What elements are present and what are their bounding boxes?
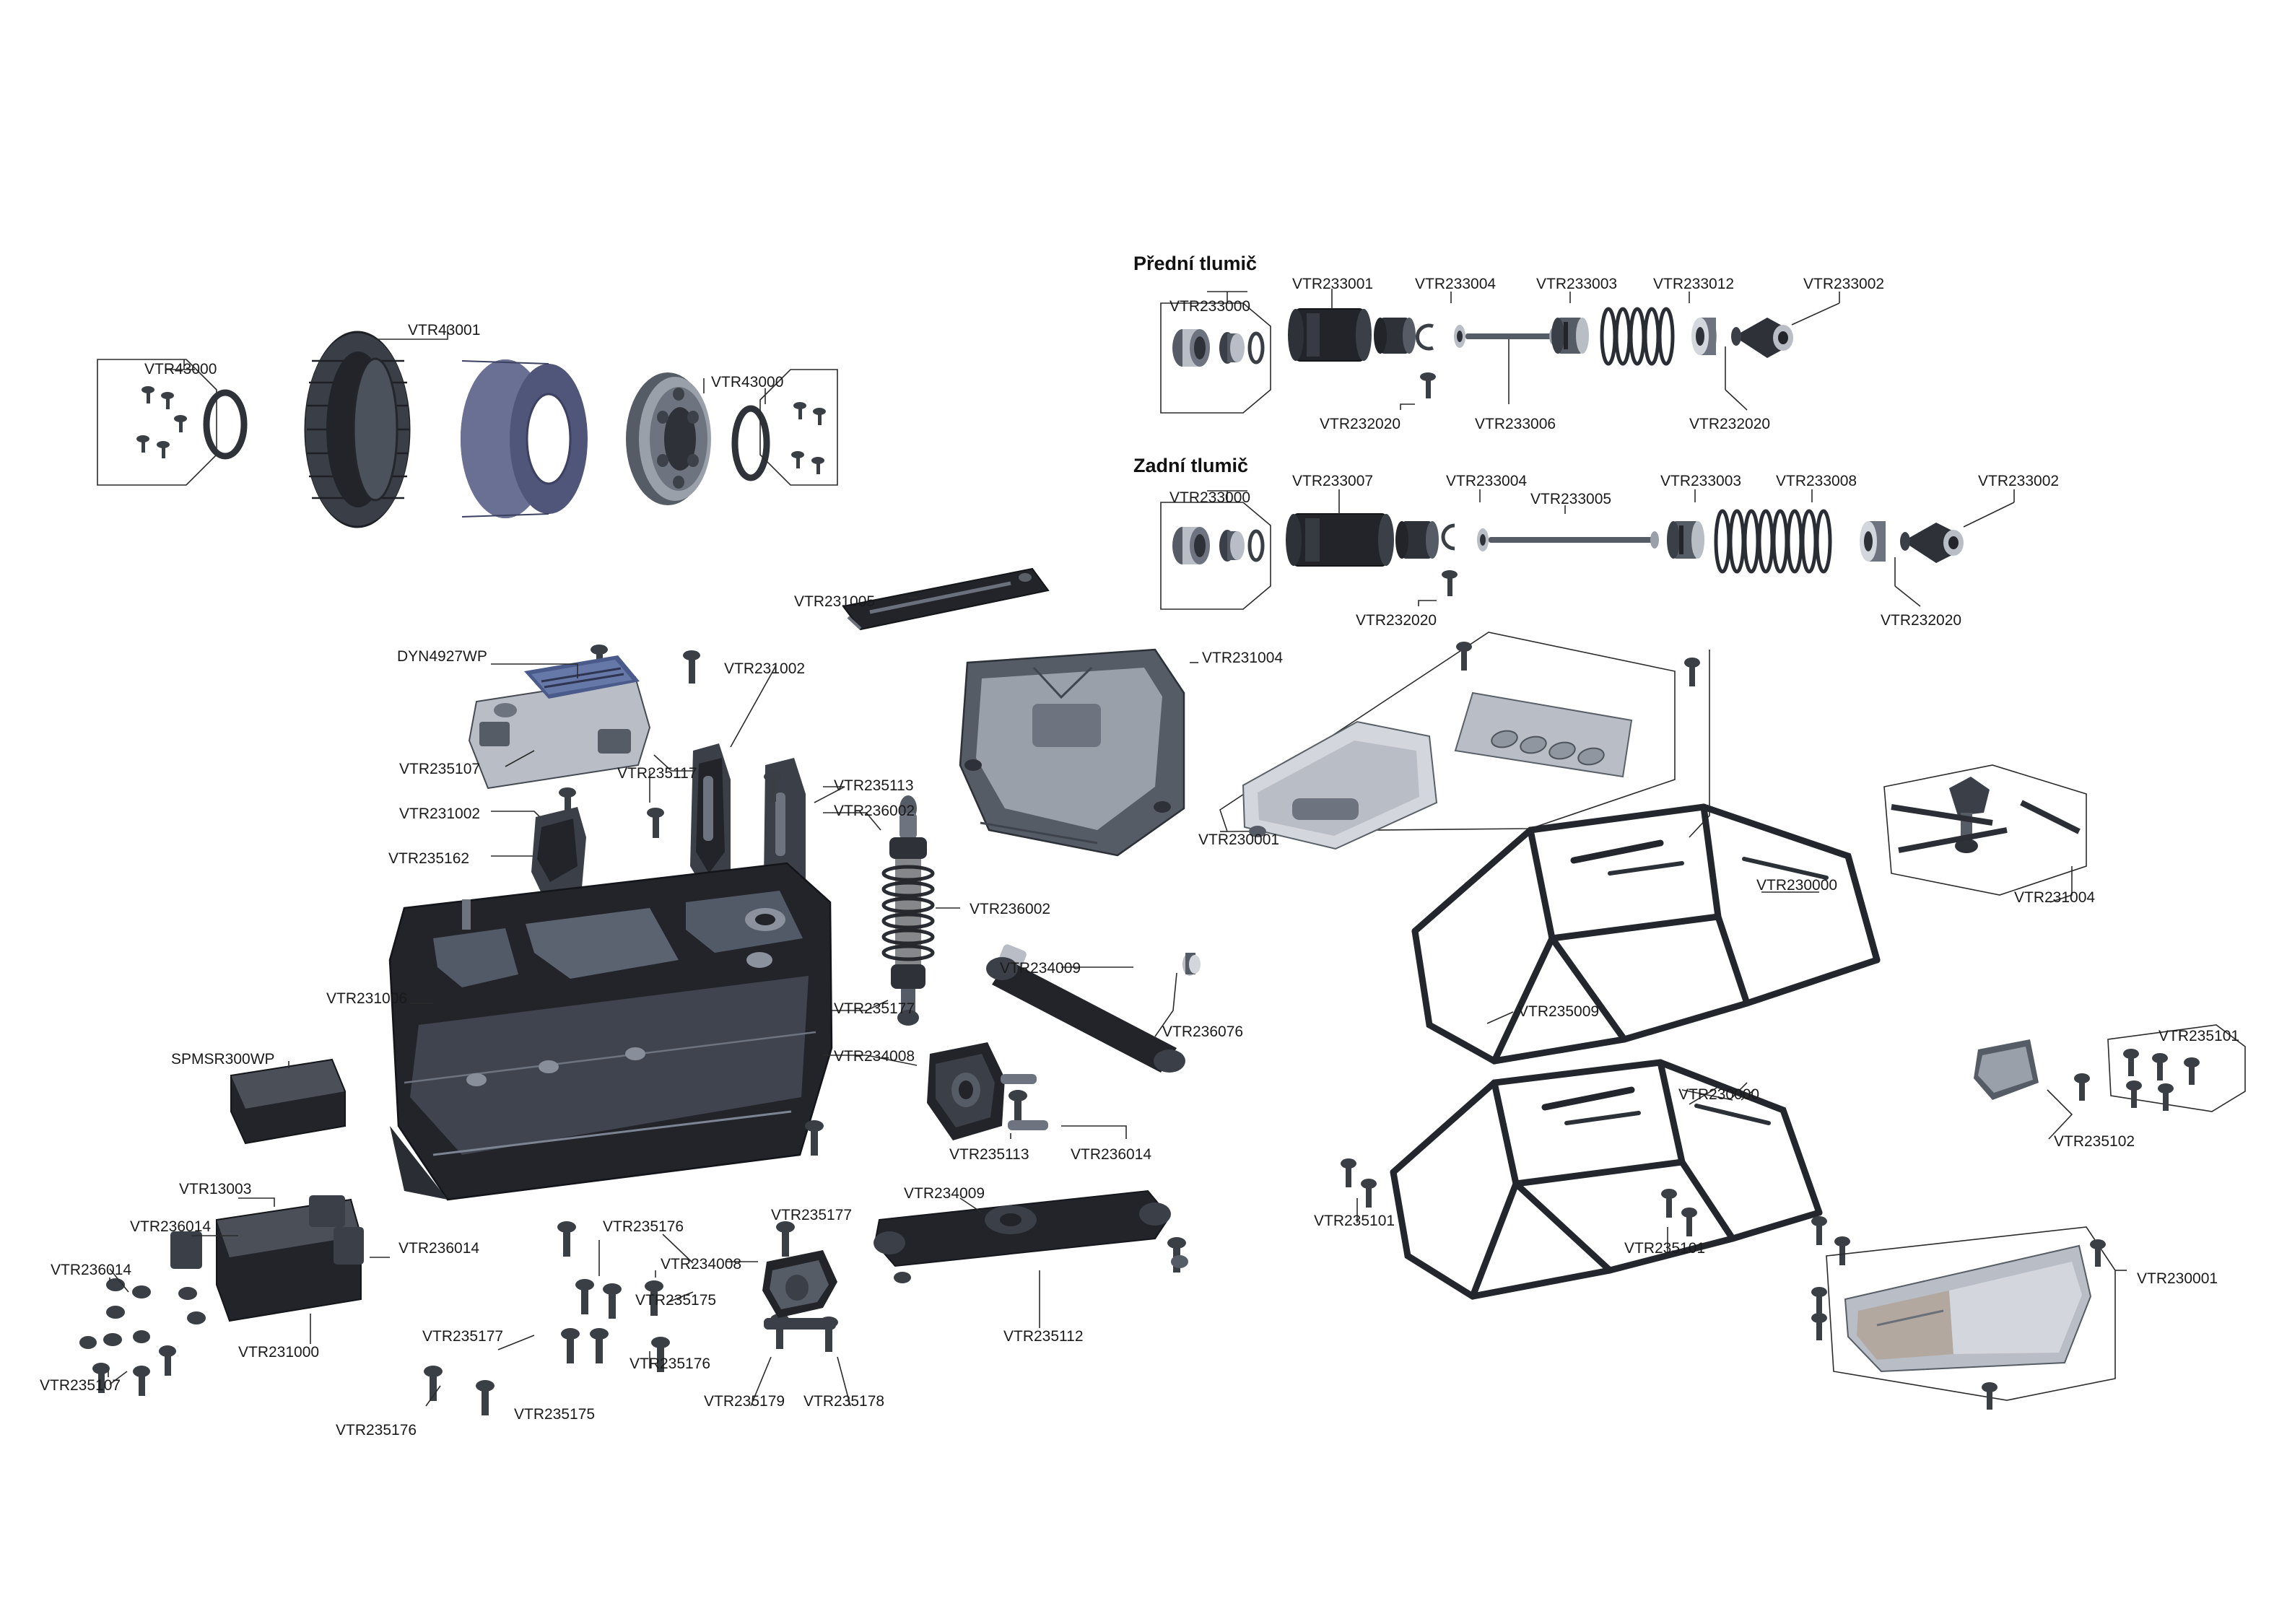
part-label: VTR233012 [1653, 276, 1735, 292]
part-label: VTR13003 [179, 1181, 252, 1197]
part-label: VTR235179 [704, 1393, 785, 1410]
part-label: VTR232020 [1356, 612, 1437, 629]
part-label: VTR236014 [398, 1240, 480, 1257]
part-label: VTR231006 [326, 990, 408, 1007]
part-label: VTR236014 [1071, 1146, 1152, 1163]
part-label: VTR232020 [1881, 612, 1962, 629]
part-label: VTR230000 [1678, 1086, 1760, 1103]
part-label: VTR233000 [1169, 298, 1251, 315]
part-label: VTR235009 [1518, 1003, 1600, 1020]
part-label: VTR233005 [1530, 491, 1612, 507]
part-label: VTR230001 [1198, 831, 1280, 848]
part-label: VTR230000 [1756, 877, 1838, 894]
part-label: VTR235177 [834, 1000, 915, 1017]
part-label: VTR233007 [1292, 473, 1374, 489]
part-label: SPMSR300WP [171, 1051, 275, 1068]
part-label: VTR233004 [1446, 473, 1528, 489]
part-label: VTR233001 [1292, 276, 1374, 292]
part-label: VTR235176 [336, 1422, 417, 1439]
part-label: VTR235162 [388, 850, 470, 867]
part-label: VTR235177 [422, 1328, 504, 1345]
part-label: VTR43000 [711, 374, 784, 390]
part-label: VTR233002 [1978, 473, 2060, 489]
part-label: VTR235101 [1624, 1240, 1706, 1257]
part-label: VTR233006 [1475, 416, 1556, 432]
part-label: VTR236002 [834, 803, 915, 819]
part-label: VTR234009 [1000, 960, 1081, 977]
part-label: VTR236014 [130, 1218, 212, 1235]
part-label: VTR235101 [2158, 1028, 2240, 1044]
part-label: VTR235102 [2054, 1133, 2135, 1150]
part-label: VTR231002 [399, 806, 481, 822]
part-label: VTR235101 [1314, 1213, 1395, 1229]
part-label: VTR234008 [834, 1048, 915, 1065]
part-label: VTR233004 [1415, 276, 1497, 292]
part-label: VTR235175 [514, 1406, 596, 1423]
part-label: VTR233000 [1169, 489, 1251, 506]
part-label: VTR235177 [771, 1207, 853, 1223]
part-label: VTR43001 [408, 322, 481, 339]
part-label: VTR236076 [1162, 1023, 1244, 1040]
part-label: VTR230001 [2137, 1270, 2218, 1287]
part-label: VTR233008 [1776, 473, 1857, 489]
part-label: VTR231004 [1202, 650, 1284, 666]
part-label: VTR233003 [1536, 276, 1618, 292]
part-label: VTR232020 [1689, 416, 1771, 432]
part-label: VTR235107 [399, 761, 481, 777]
part-label: VTR234009 [904, 1185, 985, 1202]
part-label: VTR233002 [1803, 276, 1885, 292]
part-label: VTR235117 [617, 765, 697, 782]
part-label: VTR235176 [630, 1355, 711, 1372]
part-label: VTR235107 [40, 1377, 121, 1394]
part-label: VTR43000 [144, 361, 217, 377]
part-label: DYN4927WP [397, 648, 487, 665]
section-title-front-shock: Přední tlumič [1133, 253, 1258, 274]
part-label: VTR235112 [1003, 1328, 1084, 1345]
part-label: VTR235113 [949, 1146, 1029, 1163]
part-label: VTR235113 [834, 777, 914, 794]
part-label: VTR235175 [635, 1292, 717, 1309]
part-label: VTR231005 [794, 593, 876, 610]
part-label: VTR236014 [51, 1262, 132, 1278]
part-label: VTR231000 [238, 1344, 320, 1361]
part-label: VTR236002 [970, 901, 1051, 917]
section-title-rear-shock: Zadní tlumič [1133, 455, 1249, 476]
part-label: VTR232020 [1320, 416, 1401, 432]
part-label: VTR234008 [661, 1256, 742, 1272]
part-label: VTR235178 [803, 1393, 885, 1410]
part-label: VTR231004 [2014, 889, 2096, 906]
part-label: VTR233003 [1660, 473, 1742, 489]
part-label: VTR235176 [603, 1218, 684, 1235]
part-label: VTR231002 [724, 660, 806, 677]
